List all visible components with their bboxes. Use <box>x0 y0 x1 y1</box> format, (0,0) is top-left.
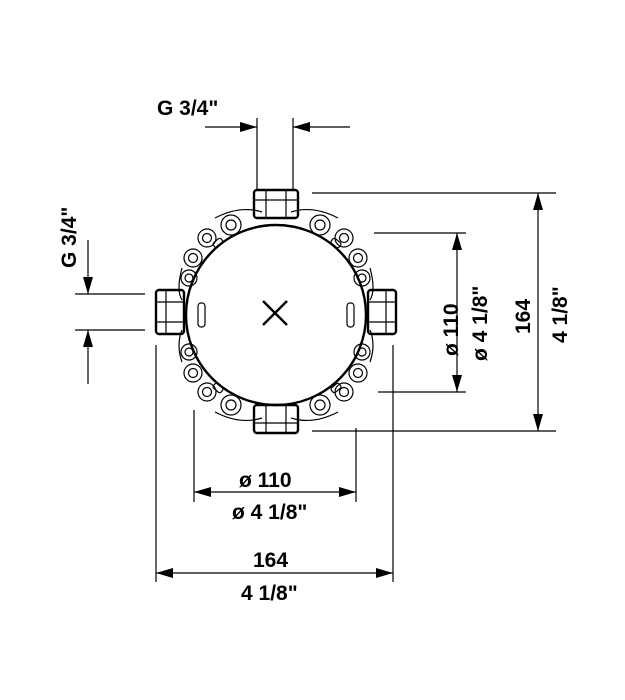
dim-thread-top <box>205 118 350 190</box>
dim-thread-left <box>75 240 145 384</box>
dim-outer-size-vertical <box>312 192 556 432</box>
label-outer-size-mm-horizontal: 164 <box>253 549 288 572</box>
label-thread-left: G 3/4" <box>58 207 81 268</box>
dim-inner-diameter-vertical <box>374 232 466 393</box>
port-top <box>252 188 300 220</box>
label-inner-diameter-mm-horizontal: ø 110 <box>239 469 292 492</box>
label-outer-size-in-horizontal: 4 1/8" <box>241 582 298 605</box>
port-left <box>154 288 186 336</box>
label-thread-top: G 3/4" <box>157 97 218 120</box>
label-inner-diameter-mm-vertical: ø 110 <box>440 303 463 356</box>
label-inner-diameter-in-horizontal: ø 4 1/8" <box>232 501 307 524</box>
label-inner-diameter-in-vertical: ø 4 1/8" <box>469 286 492 361</box>
port-right <box>366 288 398 336</box>
center-cross <box>262 300 288 326</box>
port-bottom <box>252 403 300 435</box>
dim-outer-size-horizontal <box>155 345 394 582</box>
label-outer-size-mm-vertical: 164 <box>512 299 535 334</box>
dim-inner-diameter-horizontal <box>193 410 357 502</box>
label-outer-size-in-vertical: 4 1/8" <box>549 286 572 343</box>
